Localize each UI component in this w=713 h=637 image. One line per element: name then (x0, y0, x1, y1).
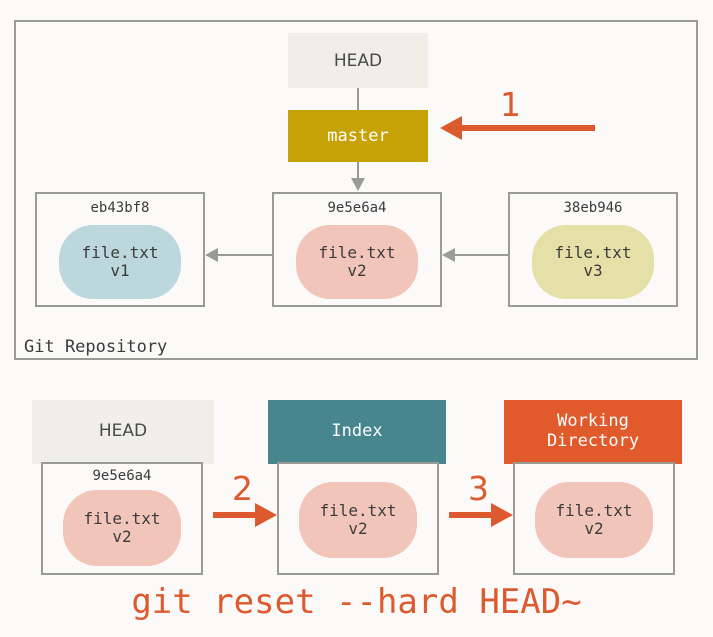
tree-box-working-directory: file.txt v2 (513, 462, 675, 575)
git-repository-label: Git Repository (24, 337, 168, 357)
blob-version: v2 (347, 261, 367, 280)
tree-box-index: file.txt v2 (277, 462, 439, 575)
head-ref-label: HEAD (333, 50, 383, 71)
blob-filename: file.txt (81, 242, 159, 262)
blob-version: v3 (583, 261, 603, 280)
parent-arrow-2-line (454, 254, 508, 256)
commit-box-eb43bf8: eb43bf8 file.txt v1 (35, 192, 205, 307)
commit-sha: 9e5e6a4 (327, 200, 387, 216)
tree-header-head: HEAD (32, 400, 214, 464)
annotation-arrow-1-line (462, 125, 595, 131)
annotation-arrow-3-head-icon (491, 503, 513, 527)
commit-sha: 38eb946 (563, 200, 623, 216)
blob-filename: file.txt (319, 500, 397, 520)
commit-sha: eb43bf8 (90, 200, 150, 216)
tree-header-working-directory: Working Directory (504, 400, 682, 464)
annotation-step-1-label: 1 (500, 85, 521, 124)
head-ref-box: HEAD (288, 33, 428, 88)
tree-header-label-line1: Working (557, 411, 629, 432)
blob-filename: file.txt (318, 242, 396, 262)
connector-head-to-master (357, 88, 359, 110)
parent-arrow-2-head-icon (442, 248, 455, 262)
arrow-down-icon (351, 178, 365, 191)
blob-v1: file.txt v1 (59, 225, 181, 299)
connector-master-to-commit (357, 162, 359, 184)
tree-blob-index: file.txt v2 (299, 482, 417, 558)
blob-filename: file.txt (554, 242, 632, 262)
blob-version: v2 (112, 527, 132, 546)
annotation-arrow-2-line (213, 512, 257, 518)
commit-box-38eb946: 38eb946 file.txt v3 (508, 192, 678, 307)
tree-blob-head: file.txt v2 (63, 490, 181, 566)
annotation-step-2-label: 2 (232, 469, 253, 508)
blob-filename: file.txt (555, 500, 633, 520)
commit-box-9e5e6a4: 9e5e6a4 file.txt v2 (272, 192, 442, 307)
annotation-arrow-1-head-icon (440, 116, 462, 140)
blob-version: v1 (110, 261, 130, 280)
tree-blob-working-directory: file.txt v2 (535, 482, 653, 558)
blob-v2: file.txt v2 (296, 225, 418, 299)
annotation-step-3-label: 3 (468, 469, 489, 508)
annotation-arrow-2-head-icon (255, 503, 277, 527)
command-caption: git reset --hard HEAD~ (131, 582, 582, 622)
master-ref-box: master (288, 110, 428, 162)
parent-arrow-1-line (217, 254, 272, 256)
tree-header-index: Index (268, 400, 446, 464)
tree-header-label-line2: Directory (546, 431, 640, 451)
blob-v3: file.txt v3 (532, 225, 654, 299)
blob-version: v2 (584, 519, 604, 538)
blob-version: v2 (348, 519, 368, 538)
tree-sha: 9e5e6a4 (92, 468, 152, 484)
parent-arrow-1-head-icon (205, 248, 218, 262)
annotation-arrow-3-line (449, 512, 493, 518)
tree-box-head: 9e5e6a4 file.txt v2 (41, 462, 203, 575)
blob-filename: file.txt (83, 508, 161, 528)
master-ref-label: master (327, 126, 389, 146)
tree-header-label: Index (331, 421, 383, 442)
tree-header-label: HEAD (98, 421, 148, 442)
